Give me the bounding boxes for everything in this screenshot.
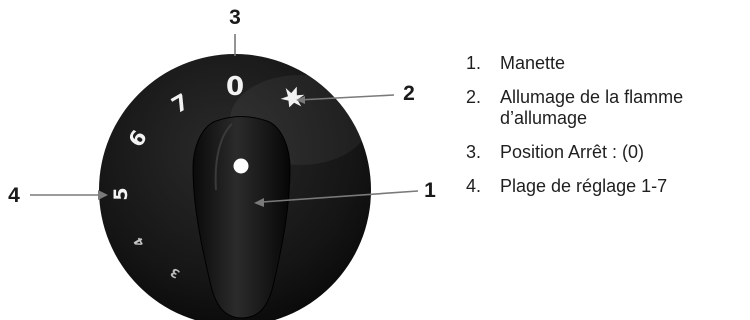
legend-number: 3. bbox=[466, 142, 481, 163]
legend-item-2: 2. Allumage de la flamme d’allumage bbox=[466, 87, 750, 129]
legend-text: Plage de réglage 1-7 bbox=[500, 176, 667, 196]
legend-number: 4. bbox=[466, 176, 481, 197]
callout-4: 4 bbox=[8, 184, 20, 207]
legend-text: Manette bbox=[500, 53, 565, 73]
legend-list: 1. Manette 2. Allumage de la flamme d’al… bbox=[466, 53, 750, 210]
legend-text: Position Arrêt : (0) bbox=[500, 142, 644, 162]
legend-number: 1. bbox=[466, 53, 481, 74]
knob-indicator-dot bbox=[234, 159, 249, 174]
dial-marking-0: 0 bbox=[226, 72, 244, 102]
callout-2: 2 bbox=[403, 82, 415, 105]
callout-1: 1 bbox=[424, 179, 436, 202]
callout-3: 3 bbox=[229, 6, 241, 29]
legend-number: 2. bbox=[466, 87, 481, 108]
legend-item-3: 3. Position Arrêt : (0) bbox=[466, 142, 750, 163]
legend-item-1: 1. Manette bbox=[466, 53, 750, 74]
legend-text: Allumage de la flamme d’allumage bbox=[500, 87, 683, 128]
dial-marking-5: 5 bbox=[110, 187, 132, 200]
legend-item-4: 4. Plage de réglage 1-7 bbox=[466, 176, 750, 197]
